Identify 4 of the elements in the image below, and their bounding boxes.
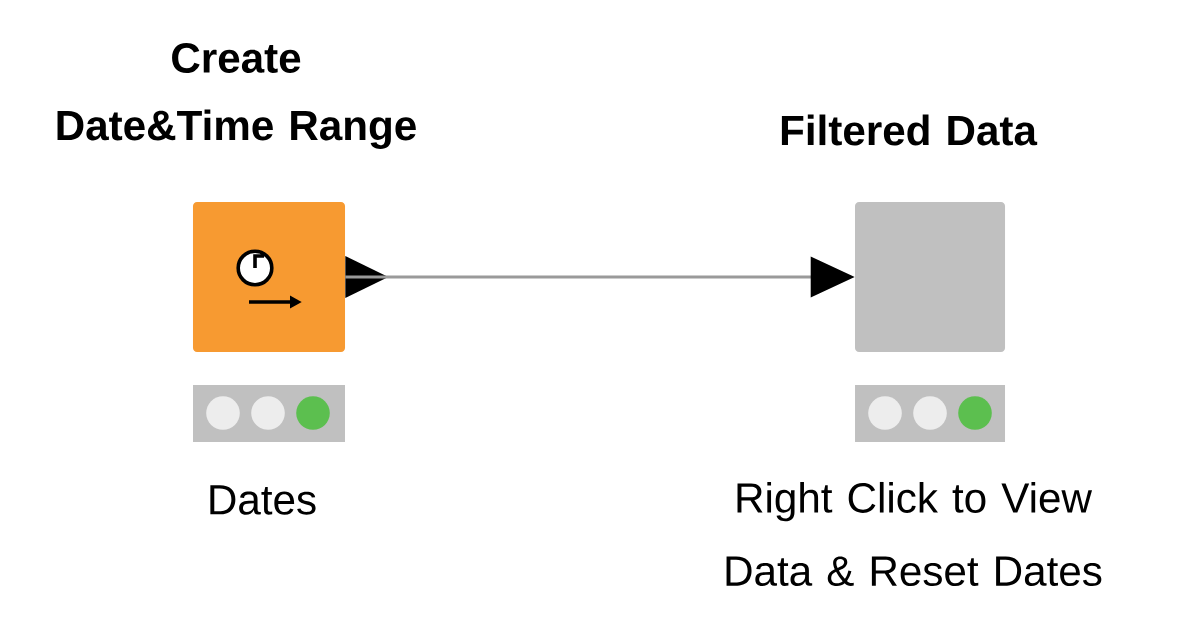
node-caption: Right Click to View Data & Reset Dates (726, 481, 1102, 587)
node-title: Create Date&Time Range (57, 43, 416, 149)
node-title: Filtered Data (781, 114, 1038, 146)
node-caption: Dates (210, 485, 316, 515)
